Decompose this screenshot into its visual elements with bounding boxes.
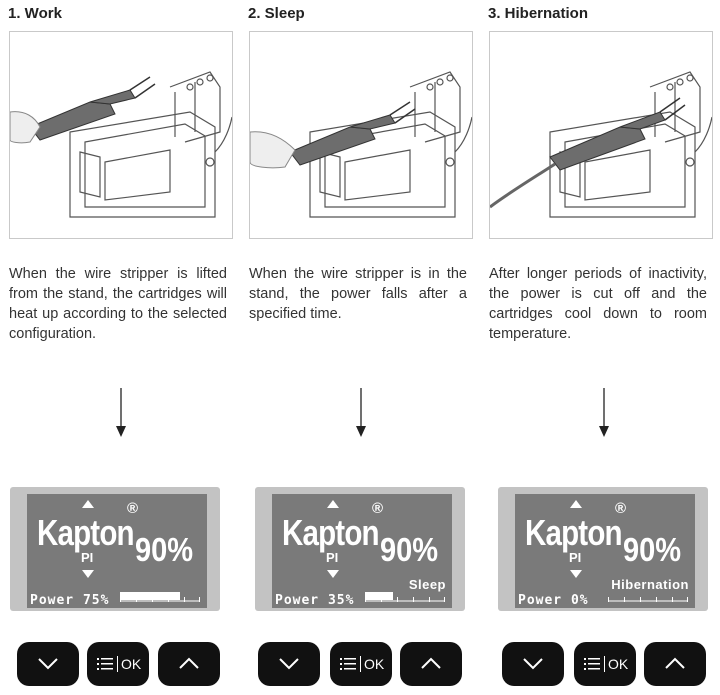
material-code: PI <box>81 550 94 565</box>
menu-ok-button[interactable]: OK <box>330 642 392 686</box>
material-brand: Kapton <box>282 512 380 553</box>
power-readout: Power 0% <box>518 593 589 608</box>
wire-stripper-illustration <box>249 31 473 239</box>
lcd-screen: Kapton ® 90% PI Sleep Power 35% <box>272 494 452 608</box>
mode-label: Sleep <box>408 577 446 592</box>
down-button[interactable] <box>502 642 564 686</box>
triangle-down-icon <box>570 570 582 578</box>
menu-list-icon <box>97 656 118 672</box>
wire-stripper-resting-drawing <box>490 71 712 218</box>
menu-list-icon <box>584 656 605 672</box>
power-bar-fill <box>365 592 393 600</box>
mode-column-hibernation: 3. Hibernation After longer periods of i… <box>488 0 716 695</box>
wire-stripper-illustration <box>9 31 233 239</box>
lcd-display: Kapton ® 90% PI Power 75% <box>10 487 220 611</box>
material-code: PI <box>569 550 582 565</box>
up-button[interactable] <box>644 642 706 686</box>
mode-column-sleep: 2. Sleep When the wire stripper is in th… <box>248 0 476 695</box>
power-readout: Power 35% <box>275 593 355 608</box>
up-button[interactable] <box>158 642 220 686</box>
wire-stripper-illustration <box>489 31 713 239</box>
mode-description: When the wire stripper is in the stand, … <box>249 266 467 322</box>
chevron-up-icon <box>665 657 685 669</box>
power-level-bar <box>120 592 200 602</box>
up-button[interactable] <box>400 642 462 686</box>
chevron-up-icon <box>421 657 441 669</box>
registered-mark: ® <box>372 500 384 517</box>
triangle-down-icon <box>327 570 339 578</box>
setting-percent: 90% <box>380 531 439 568</box>
power-level-bar <box>608 597 688 602</box>
down-button[interactable] <box>17 642 79 686</box>
mode-label: Hibernation <box>611 577 689 592</box>
mode-description: When the wire stripper is lifted from th… <box>9 266 227 342</box>
triangle-up-icon <box>570 500 582 508</box>
lcd-screen: Kapton ® 90% PI Power 75% <box>27 494 207 608</box>
lcd-display: Kapton ® 90% PI Hibernation Power 0% <box>498 487 708 611</box>
arrow-down-icon <box>356 388 366 437</box>
triangle-down-icon <box>82 570 94 578</box>
arrow-down-icon <box>599 388 609 437</box>
ok-label: OK <box>608 656 629 672</box>
triangle-up-icon <box>82 500 94 508</box>
chevron-down-icon <box>523 658 543 670</box>
registered-mark: ® <box>127 500 139 517</box>
chevron-down-icon <box>38 658 58 670</box>
ok-label: OK <box>121 656 142 672</box>
setting-percent: 90% <box>623 531 682 568</box>
material-brand: Kapton <box>37 512 135 553</box>
column-heading: 3. Hibernation <box>488 5 589 22</box>
material-code: PI <box>326 550 339 565</box>
mode-description: After longer periods of inactivity, the … <box>489 266 707 342</box>
registered-mark: ® <box>615 500 627 517</box>
column-heading: 1. Work <box>8 5 62 22</box>
power-readout: Power 75% <box>30 593 110 608</box>
chevron-up-icon <box>179 657 199 669</box>
chevron-down-icon <box>279 658 299 670</box>
arrow-down-icon <box>116 388 126 437</box>
wire-stripper-lifted-drawing <box>10 71 232 218</box>
menu-ok-button[interactable]: OK <box>574 642 636 686</box>
lcd-display: Kapton ® 90% PI Sleep Power 35% <box>255 487 465 611</box>
triangle-up-icon <box>327 500 339 508</box>
ok-label: OK <box>364 656 385 672</box>
power-level-bar <box>365 592 445 602</box>
down-button[interactable] <box>258 642 320 686</box>
setting-percent: 90% <box>135 531 194 568</box>
lcd-screen: Kapton ® 90% PI Hibernation Power 0% <box>515 494 695 608</box>
wire-stripper-in-stand-drawing <box>250 71 472 218</box>
menu-list-icon <box>340 656 361 672</box>
power-bar-fill <box>120 592 180 600</box>
mode-column-work: 1. Work When the wire stripper is lifted <box>8 0 236 695</box>
column-heading: 2. Sleep <box>248 5 305 22</box>
material-brand: Kapton <box>525 512 623 553</box>
menu-ok-button[interactable]: OK <box>87 642 149 686</box>
